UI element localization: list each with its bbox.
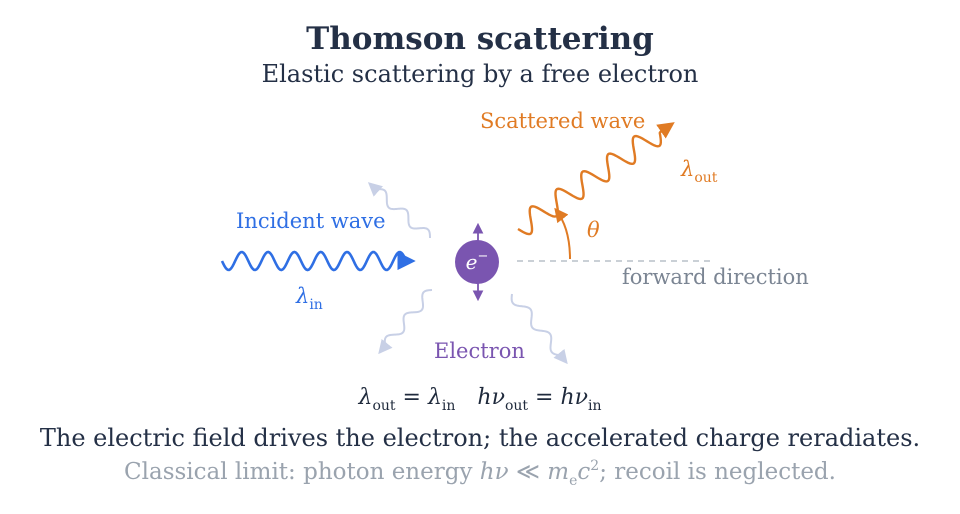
incident-wave-label: Incident wave — [236, 209, 386, 233]
classical-limit-note: Classical limit: photon energy hν ≪ mec2… — [124, 458, 836, 489]
electron — [455, 240, 499, 284]
incident-wave — [220, 250, 416, 272]
reradiated-wave-lower-right — [510, 293, 568, 365]
scattering-angle-arc — [554, 207, 571, 260]
diagram-title: Thomson scattering — [306, 21, 654, 57]
reradiated-wave-lower-left — [378, 289, 433, 355]
scattered-wave — [517, 122, 675, 236]
electron-label: Electron — [434, 339, 525, 363]
lambda-in-label: λin — [295, 284, 323, 313]
caption: The electric field drives the electron; … — [40, 424, 920, 452]
reradiated-wave-upper-left — [367, 182, 431, 239]
theta-label: θ — [587, 218, 600, 242]
forward-direction-label: forward direction — [622, 265, 809, 289]
electron-symbol: e− — [466, 249, 489, 274]
lambda-out-label: λout — [680, 157, 718, 186]
diagram-subtitle: Elastic scattering by a free electron — [262, 60, 699, 88]
scattered-wave-label: Scattered wave — [480, 109, 645, 133]
